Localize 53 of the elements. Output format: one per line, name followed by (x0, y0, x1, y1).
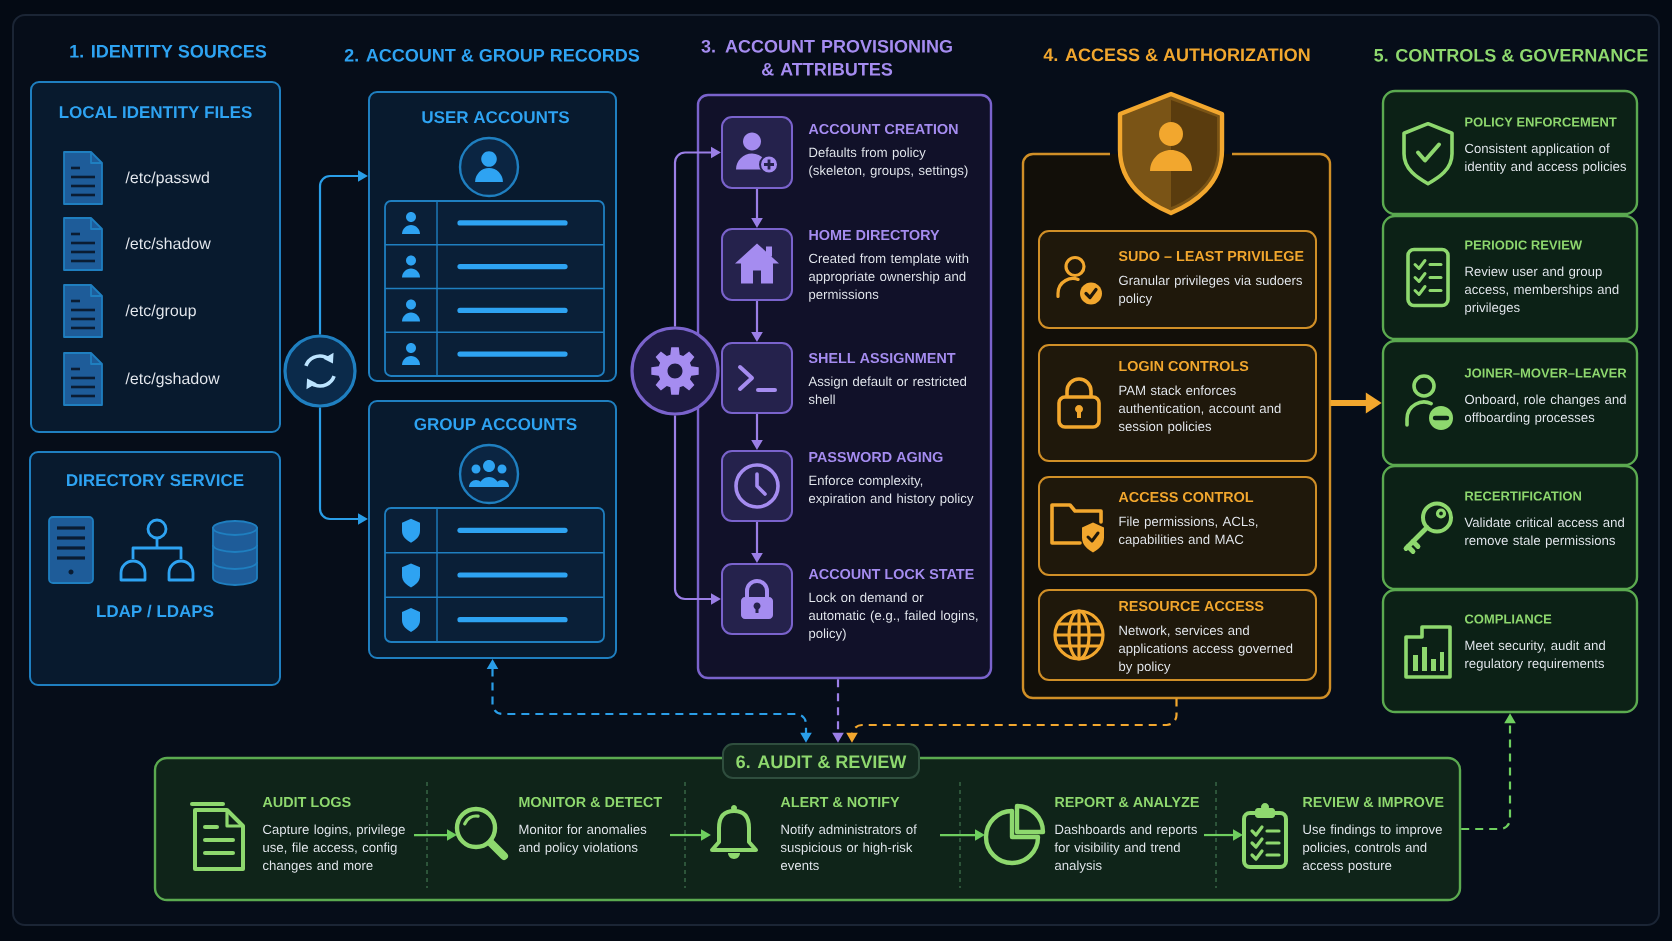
step-description: Notify administrators of suspicious or high-risk events (780, 824, 917, 871)
card-heading: JOINER–MOVER–LEAVER (1464, 368, 1627, 378)
step-heading: ACCOUNT LOCK STATE (808, 568, 974, 580)
step-heading: PASSWORD AGING (809, 451, 943, 463)
step-description: Dashboards and reports for visibility and trend analysis (1054, 824, 1197, 873)
card-heading: RECERTIFICATION (1465, 491, 1581, 501)
step-description: Assign default or restricted shell (808, 376, 966, 405)
file-path: /etc/group (125, 304, 196, 320)
card-heading: SUDO – LEAST PRIVILEGE (1118, 250, 1304, 262)
column-title: 5. CONTROLS & GOVERNANCE (1374, 48, 1648, 62)
card-description: Meet security, audit and regulatory requirements (1465, 640, 1605, 671)
step-heading: REPORT & ANALYZE (1055, 796, 1199, 808)
step-description: Lock on demand or automatic (e.g., failed logins, policy) (808, 592, 978, 641)
panel-heading: DIRECTORY SERVICE (67, 474, 244, 487)
section-tab: 6. AUDIT & REVIEW (722, 743, 920, 779)
card-description: Granular privileges via sudoers policy (1119, 275, 1302, 306)
card-heading: RESOURCE ACCESS (1119, 600, 1264, 612)
step-heading: ALERT & NOTIFY (780, 796, 900, 808)
column-title: 2. ACCOUNT & GROUP RECORDS (344, 48, 640, 62)
step-description: Defaults from policy (skeleton, groups, settings) (809, 147, 968, 178)
step-heading: ACCOUNT CREATION (808, 123, 958, 135)
panel-heading: GROUP ACCOUNTS (414, 418, 577, 431)
step-heading: AUDIT LOGS (262, 796, 351, 808)
step-heading: SHELL ASSIGNMENT (808, 352, 956, 364)
step-description: Use findings to improve policies, controls and access posture (1302, 824, 1442, 873)
card-description: PAM stack enforces authentication, account and session policies (1118, 385, 1281, 434)
file-path: /etc/passwd (125, 171, 209, 187)
card-heading: ACCESS CONTROL (1118, 491, 1254, 503)
card-description: Validate critical access and remove stale permissions (1464, 517, 1624, 548)
card-heading: POLICY ENFORCEMENT (1465, 117, 1617, 127)
file-path: /etc/shadow (125, 237, 211, 250)
card-description: Consistent application of identity and access policies (1465, 143, 1627, 174)
card-heading: LOGIN CONTROLS (1119, 360, 1249, 372)
card-heading: PERIODIC REVIEW (1465, 240, 1583, 250)
step-heading: REVIEW & IMPROVE (1303, 796, 1444, 808)
card-heading: COMPLIANCE (1464, 614, 1552, 624)
step-heading: HOME DIRECTORY (809, 229, 940, 241)
step-description: Monitor for anomalies and policy violations (518, 824, 647, 855)
step-description: Capture logins, privilege use, file access, config changes and more (262, 824, 405, 873)
card-description: File permissions, ACLs, capabilities and MAC (1118, 516, 1258, 547)
column-title: 3. ACCOUNT PROVISIONING & ATTRIBUTES (701, 39, 952, 76)
column-title: 4. ACCESS & AUTHORIZATION (1043, 48, 1310, 62)
protocol-text: LDAP / LDAPS (97, 604, 214, 618)
step-description: Created from template with appropriate ownership and permissions (808, 253, 969, 302)
step-heading: MONITOR & DETECT (519, 796, 662, 808)
panel-heading: USER ACCOUNTS (422, 111, 569, 124)
card-description: Network, services and applications access governed by policy (1118, 625, 1293, 674)
card-description: Onboard, role changes and offboarding processes (1464, 394, 1626, 425)
panel-heading: LOCAL IDENTITY FILES (59, 106, 252, 119)
step-description: Enforce complexity, expiration and history policy (808, 475, 974, 506)
column-title: 1. IDENTITY SOURCES (70, 44, 267, 58)
file-path: /etc/gshadow (125, 372, 220, 388)
card-description: Review user and group access, memberships and privileges (1464, 266, 1619, 315)
